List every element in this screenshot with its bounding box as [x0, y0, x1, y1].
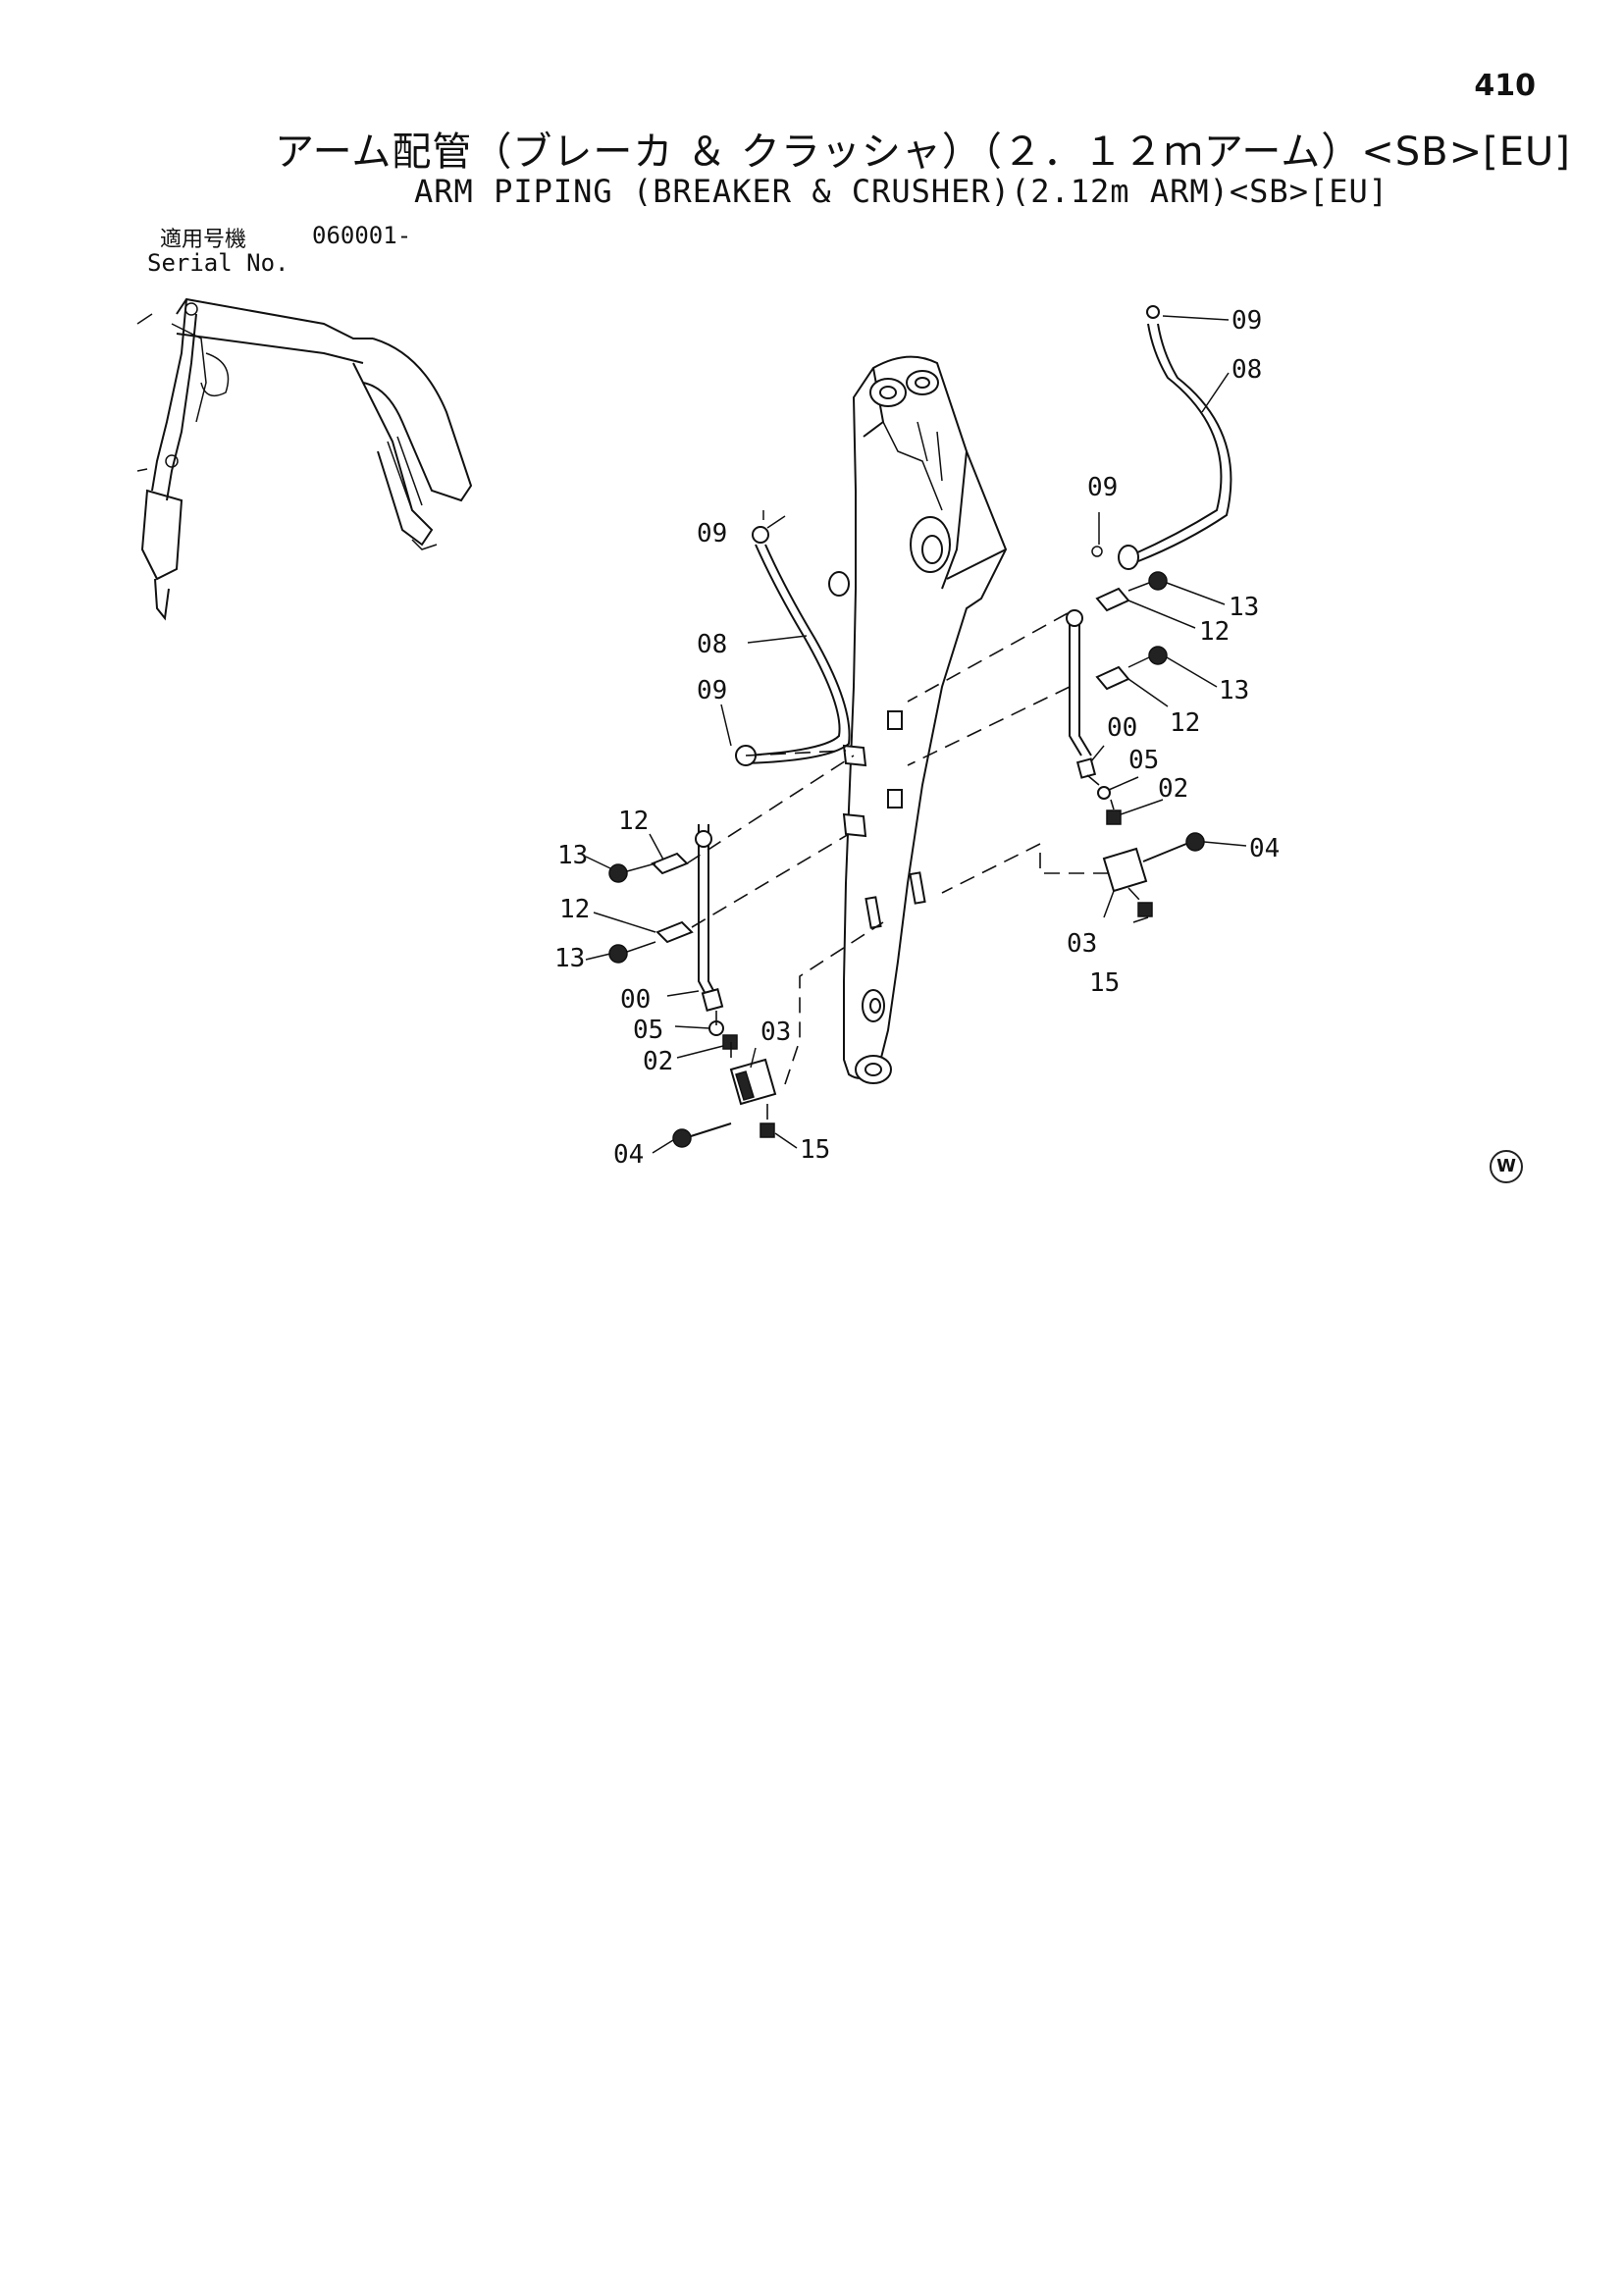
- page-number: 410: [1474, 69, 1536, 103]
- title-english: ARM PIPING (BREAKER & CRUSHER)(2.12m ARM…: [414, 173, 1389, 210]
- right-pipe-group: [907, 305, 1232, 917]
- leader-lines: [585, 315, 1247, 1154]
- watermark-logo: W: [1490, 1150, 1523, 1183]
- callout-05-left: 05: [633, 1016, 663, 1045]
- callout-03-left: 03: [760, 1018, 791, 1047]
- callout-12-right-lower: 12: [1170, 708, 1200, 738]
- callout-09-top: 09: [1231, 306, 1262, 336]
- callout-13-left-upper: 13: [557, 841, 588, 870]
- callout-05-right: 05: [1128, 746, 1159, 775]
- arm-piping-exploded-icon: [828, 355, 1008, 1084]
- callout-12-left-upper: 12: [618, 807, 649, 836]
- callout-00-right: 00: [1107, 713, 1137, 743]
- callout-12-left-lower: 12: [559, 895, 590, 924]
- callout-13-right-upper: 13: [1229, 593, 1259, 622]
- callout-02-right: 02: [1158, 774, 1188, 804]
- left-pipe-group: [608, 510, 884, 1148]
- excavator-overview-icon: [136, 297, 473, 621]
- callout-15-left: 15: [800, 1135, 830, 1165]
- callout-09-right: 09: [1087, 473, 1118, 502]
- callout-15-right: 15: [1089, 968, 1120, 998]
- callouts: 09 08 09 13 12 13 12 00 05 02 04 03 15 0…: [554, 306, 1280, 1170]
- callout-04-right: 04: [1249, 834, 1280, 863]
- callout-13-left-lower: 13: [554, 944, 585, 973]
- callout-00-left: 00: [620, 985, 651, 1015]
- callout-04-left: 04: [613, 1140, 644, 1170]
- callout-08-top: 08: [1231, 355, 1262, 385]
- serial-label-english: Serial No.: [147, 249, 289, 277]
- serial-label-japanese: 適用号機: [160, 228, 247, 252]
- callout-08-left: 08: [697, 630, 727, 659]
- serial-value: 060001-: [312, 222, 412, 249]
- callout-03-right: 03: [1067, 929, 1097, 959]
- callout-09-left-top: 09: [697, 519, 727, 548]
- callout-12-right-upper: 12: [1199, 617, 1230, 647]
- callout-09-left: 09: [697, 676, 727, 705]
- title-japanese: アーム配管（ブレーカ ＆ クラッシャ）（２．１２ｍアーム）<SB>[EU]: [275, 130, 1571, 175]
- callout-02-left: 02: [643, 1047, 673, 1076]
- callout-13-right-lower: 13: [1219, 676, 1249, 705]
